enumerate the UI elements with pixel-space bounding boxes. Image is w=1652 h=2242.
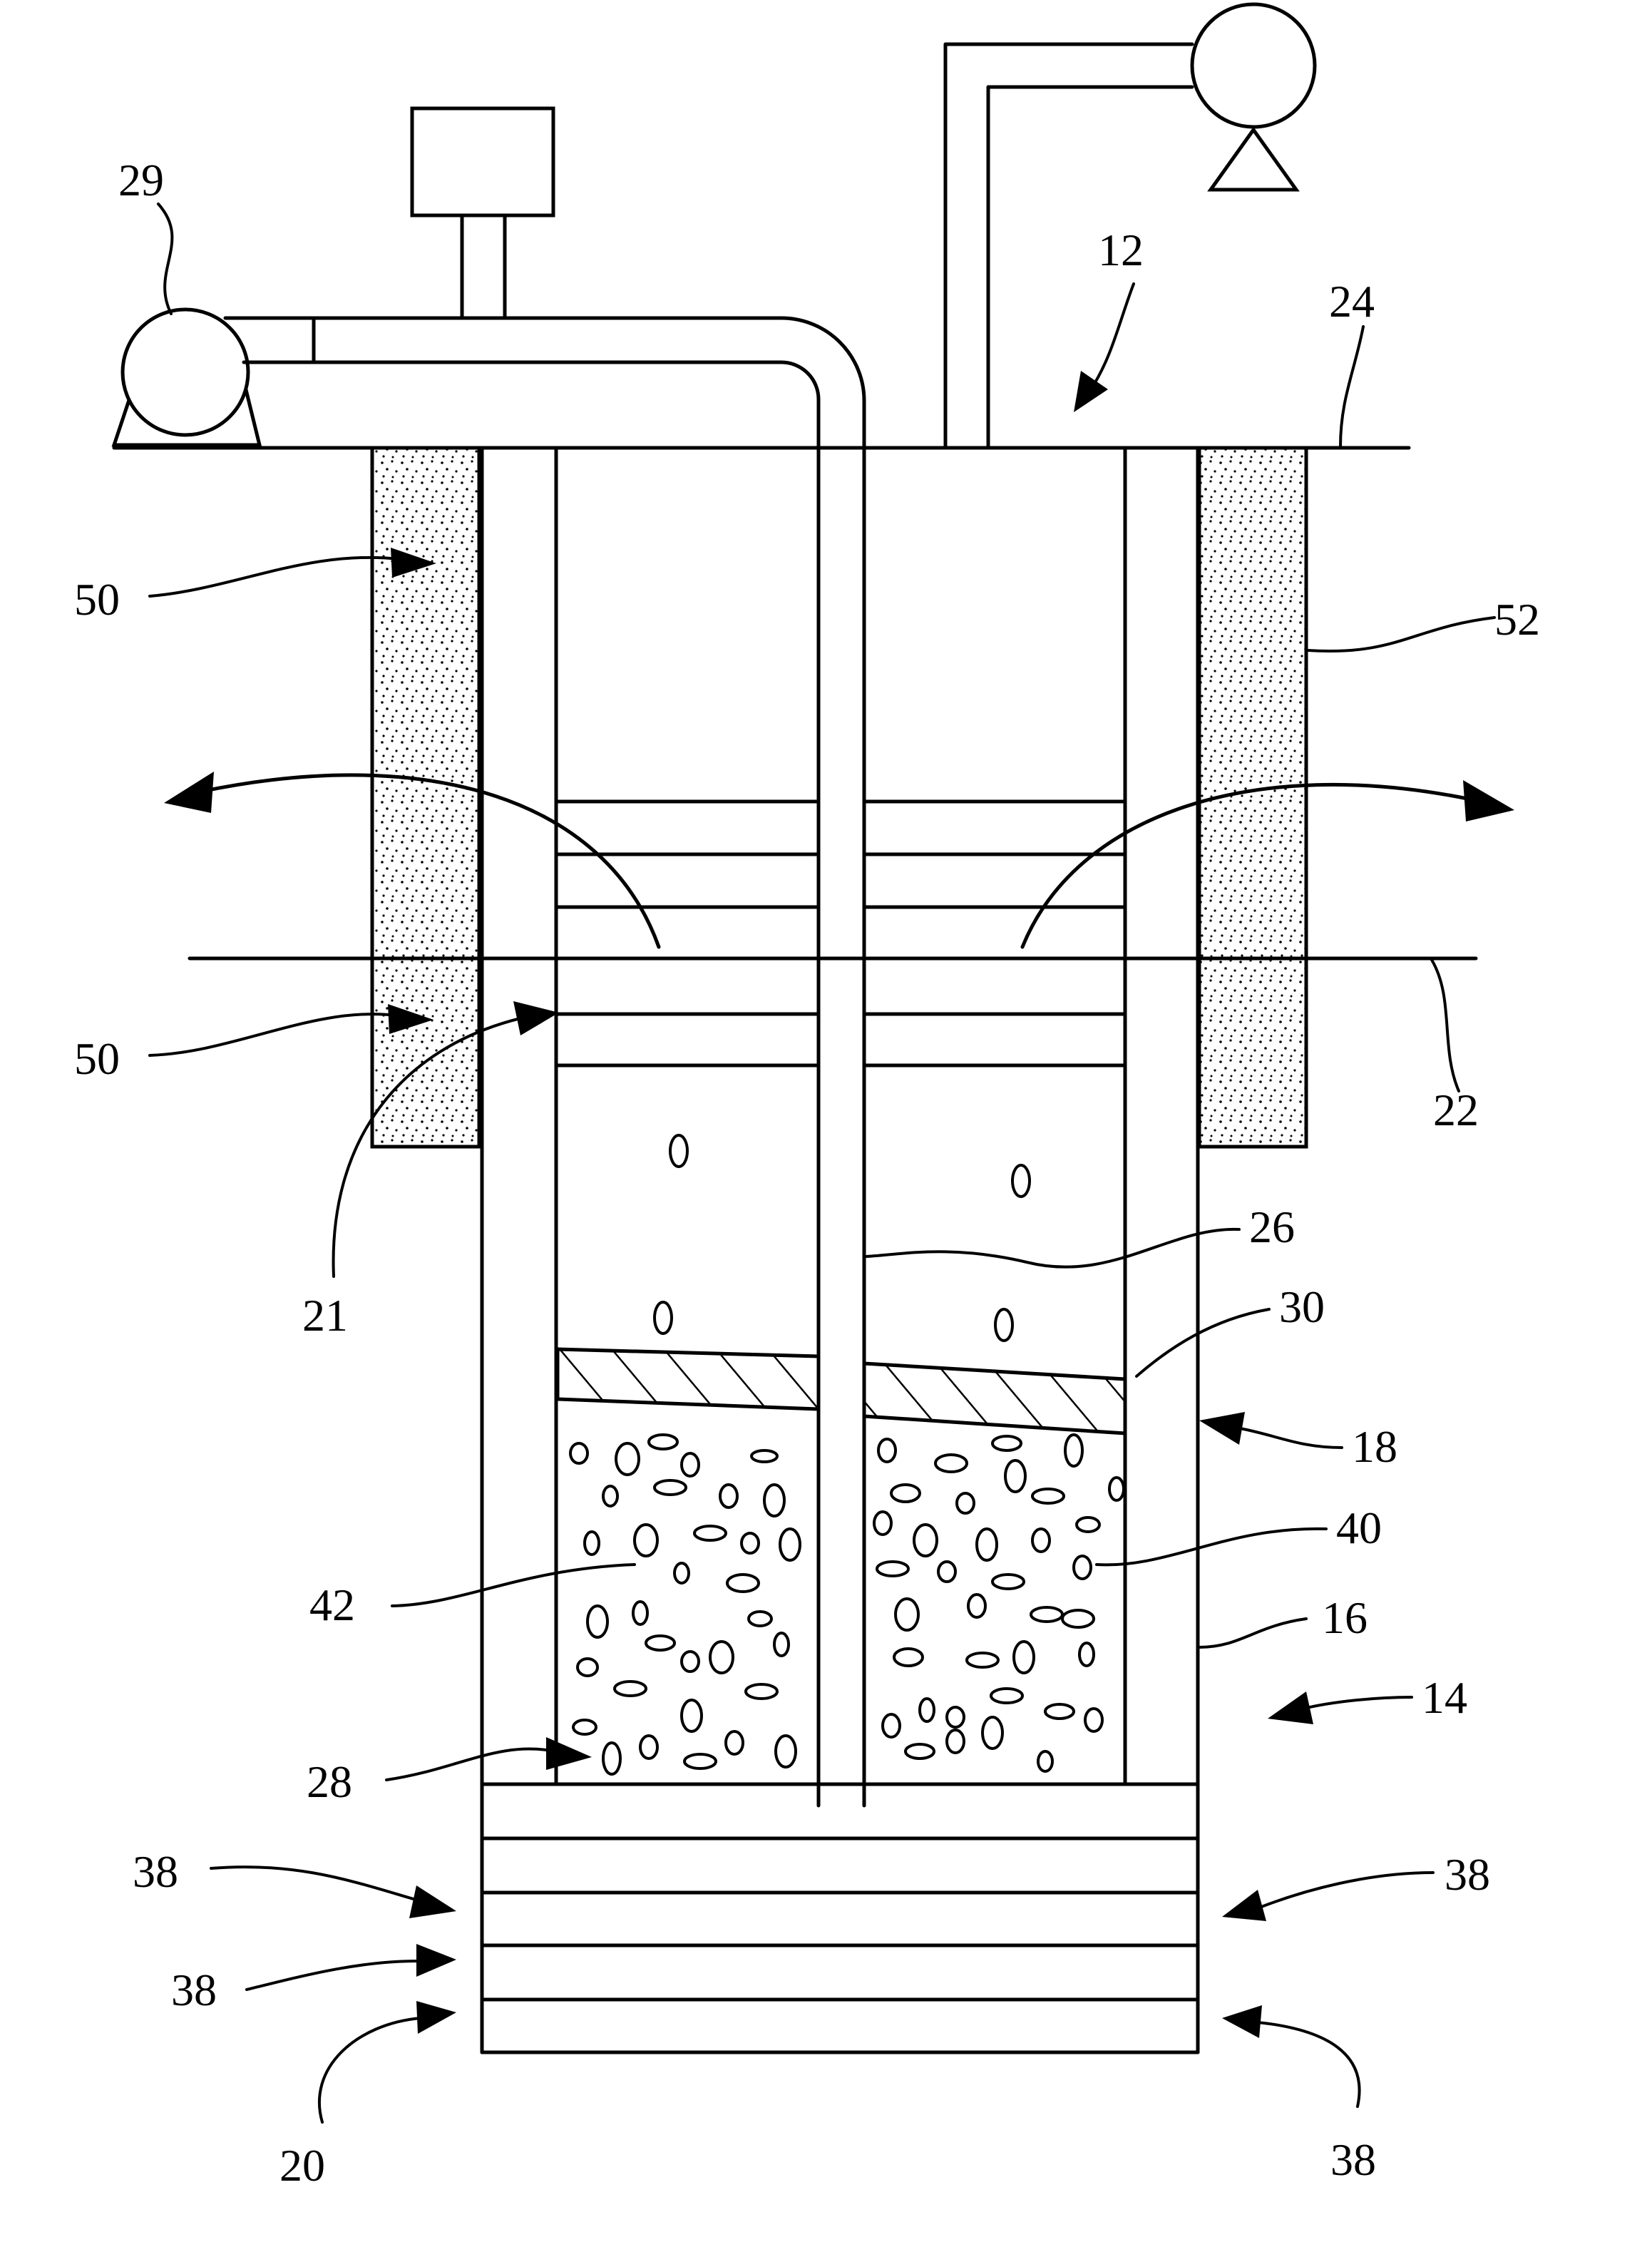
label-30: 30 [1279, 1281, 1325, 1332]
label-50-lower: 50 [74, 1033, 120, 1084]
label-24: 24 [1329, 276, 1375, 327]
label-38-left-middle: 38 [171, 1965, 217, 2015]
label-42: 42 [309, 1580, 355, 1630]
packing-bubbles-right [874, 1435, 1124, 1771]
label-50-upper: 50 [74, 574, 120, 625]
label-52: 52 [1494, 594, 1540, 645]
pump-unit [114, 309, 260, 445]
label-40: 40 [1336, 1503, 1382, 1553]
reference-numerals: 29 12 24 50 52 50 22 26 21 30 18 40 42 1… [74, 155, 1540, 2191]
water-layers [556, 802, 1125, 1065]
seal-left [558, 1349, 819, 1409]
label-26: 26 [1249, 1202, 1295, 1252]
label-29: 29 [118, 155, 164, 205]
label-20: 20 [279, 2140, 325, 2191]
label-38-right-upper: 38 [1445, 1849, 1490, 1900]
seal-right [864, 1363, 1125, 1433]
label-18: 18 [1352, 1421, 1397, 1472]
gravel-pack-left [372, 448, 479, 1147]
label-38-left-upper: 38 [133, 1846, 178, 1897]
label-21: 21 [302, 1290, 348, 1341]
packing-bubbles-left [570, 1435, 800, 1774]
label-28: 28 [307, 1756, 352, 1807]
label-14: 14 [1422, 1672, 1467, 1723]
rising-bubbles [655, 1135, 1030, 1341]
label-38-right-bottom: 38 [1330, 2134, 1376, 2185]
label-12: 12 [1098, 225, 1144, 275]
airflow-arrows [164, 772, 1514, 947]
control-box [412, 108, 553, 317]
label-22: 22 [1433, 1085, 1479, 1135]
well-screen [482, 1784, 1198, 2052]
label-16: 16 [1322, 1592, 1368, 1643]
